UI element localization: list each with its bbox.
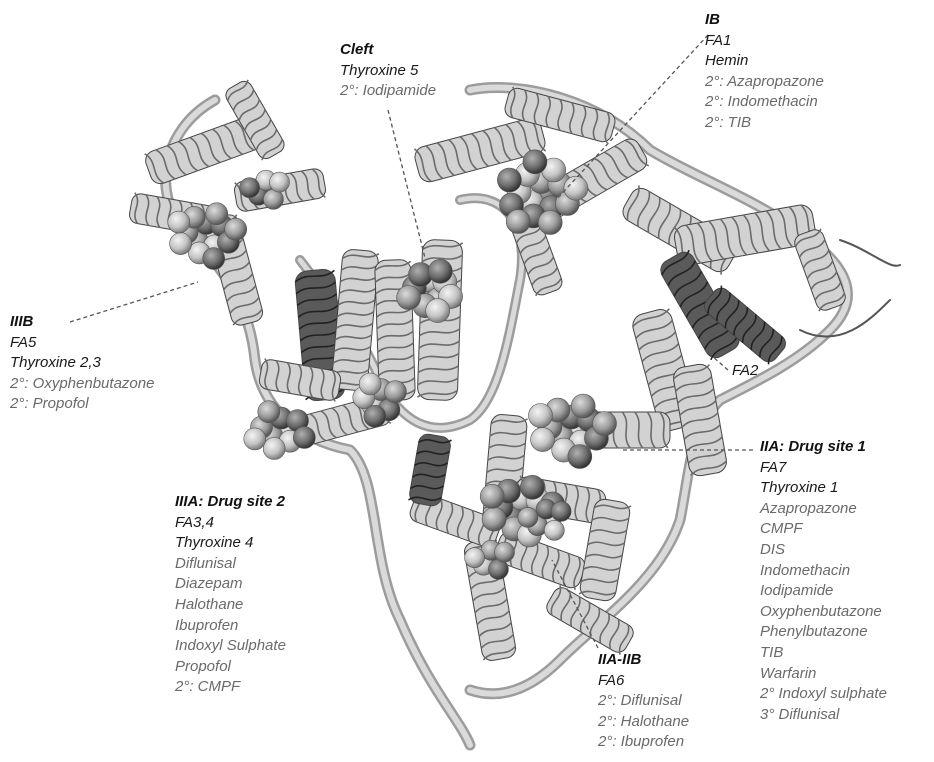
site-iiib-line: FA5 — [10, 333, 154, 354]
site-iiia-title: IIIA: Drug site 2 — [175, 492, 286, 513]
ligand-sphere — [263, 438, 285, 460]
ligand-sphere — [531, 428, 555, 452]
site-iia-line: Indomethacin — [760, 561, 887, 582]
site-fa2-line: FA2 — [732, 361, 758, 382]
ligand-sphere — [206, 203, 228, 225]
site-iia-line: 2° Indoxyl sulphate — [760, 684, 887, 705]
site-iia-line: TIB — [760, 643, 887, 664]
ligand-sphere — [240, 178, 260, 198]
ligand-sphere — [520, 475, 544, 499]
ligand-sphere — [571, 394, 595, 418]
site-iiib-line: Thyroxine 2,3 — [10, 353, 154, 374]
site-iiaiib-line: 2°: Ibuprofen — [598, 732, 689, 753]
site-iiia-line: Propofol — [175, 657, 286, 678]
ligand-sphere — [564, 176, 588, 200]
ligand-sphere — [482, 507, 506, 531]
site-iiib-line: 2°: Oxyphenbutazone — [10, 374, 154, 395]
site-fa2-label: FA2 — [732, 361, 758, 382]
site-iia-title: IIA: Drug site 1 — [760, 437, 887, 458]
site-iiia-line: Diflunisal — [175, 554, 286, 575]
site-iiib-title: IIIB — [10, 312, 154, 333]
site-cleft-title: Cleft — [340, 40, 436, 61]
ligand-sphere — [203, 248, 225, 270]
leader-line-cleft — [388, 110, 425, 258]
ligand-sphere — [270, 172, 290, 192]
helix-body — [408, 433, 452, 507]
site-iiia-line: Ibuprofen — [175, 616, 286, 637]
ligand-sphere — [364, 405, 386, 427]
ligand-sphere — [170, 233, 192, 255]
ligand-sphere — [506, 210, 530, 234]
site-iiaiib-line: 2°: Halothane — [598, 712, 689, 733]
ligand-sphere — [538, 211, 562, 235]
site-cleft-label: Cleft Thyroxine 5 2°: Iodipamide — [340, 40, 436, 102]
ligand-sphere — [384, 381, 406, 403]
ligand-sphere — [225, 218, 247, 240]
site-iiaiib-line: FA6 — [598, 671, 689, 692]
alpha-helix — [672, 363, 729, 478]
site-iia-line: Oxyphenbutazone — [760, 602, 887, 623]
ligand-sphere — [495, 542, 515, 562]
ligand-sphere — [551, 501, 571, 521]
ligand-sphere — [465, 548, 485, 568]
site-iiia-line: 2°: CMPF — [175, 677, 286, 698]
alpha-helix — [673, 203, 818, 267]
ligand-sphere — [359, 373, 381, 395]
site-iia-line: Azapropazone — [760, 499, 887, 520]
site-cleft-line: Thyroxine 5 — [340, 61, 436, 82]
site-iiia-line: Indoxyl Sulphate — [175, 636, 286, 657]
site-iiia-label: IIIA: Drug site 2 FA3,4 Thyroxine 4 Difl… — [175, 492, 286, 698]
ligand-sphere — [518, 507, 538, 527]
site-ib-line: 2°: Azapropazone — [705, 72, 824, 93]
site-iiia-line: Halothane — [175, 595, 286, 616]
ligand-sphere — [568, 445, 592, 469]
ligand-sphere — [426, 299, 450, 323]
site-cleft-line: 2°: Iodipamide — [340, 81, 436, 102]
site-iia-line: Thyroxine 1 — [760, 478, 887, 499]
site-iiib-line: 2°: Propofol — [10, 394, 154, 415]
site-ib-line: FA1 — [705, 31, 824, 52]
site-ib-line: 2°: TIB — [705, 113, 824, 134]
site-iia-line: CMPF — [760, 519, 887, 540]
site-iia-line: Warfarin — [760, 664, 887, 685]
site-ib-line: 2°: Indomethacin — [705, 92, 824, 113]
site-iia-label: IIA: Drug site 1 FA7 Thyroxine 1 Azaprop… — [760, 437, 887, 725]
site-iia-line: Phenylbutazone — [760, 622, 887, 643]
ligand-sphere — [497, 168, 521, 192]
site-iia-line: Iodipamide — [760, 581, 887, 602]
ligand-sphere — [244, 428, 266, 450]
site-iia-line: 3° Diflunisal — [760, 705, 887, 726]
site-iiia-line: Diazepam — [175, 574, 286, 595]
site-iiaiib-label: IIA-IIB FA6 2°: Diflunisal 2°: Halothane… — [598, 650, 689, 753]
site-iiaiib-title: IIA-IIB — [598, 650, 689, 671]
ligand-sphere — [168, 211, 190, 233]
ligand-sphere — [529, 404, 553, 428]
ligand-sphere — [593, 412, 617, 436]
site-iiia-line: Thyroxine 4 — [175, 533, 286, 554]
helix-body — [673, 203, 818, 267]
ligand-sphere — [428, 259, 452, 283]
ligand-sphere — [544, 520, 564, 540]
site-iiaiib-line: 2°: Diflunisal — [598, 691, 689, 712]
site-iiib-label: IIIB FA5 Thyroxine 2,3 2°: Oxyphenbutazo… — [10, 312, 154, 415]
alpha-helix — [408, 433, 452, 507]
ligand-sphere — [523, 150, 547, 174]
ligand-sphere — [397, 286, 421, 310]
site-ib-label: IB FA1 Hemin 2°: Azapropazone 2°: Indome… — [705, 10, 824, 134]
site-iia-line: DIS — [760, 540, 887, 561]
ligand-sphere — [293, 427, 315, 449]
site-ib-title: IB — [705, 10, 824, 31]
ligand-sphere — [480, 484, 504, 508]
ligand-sphere — [258, 401, 280, 423]
site-ib-line: Hemin — [705, 51, 824, 72]
site-iia-line: FA7 — [760, 458, 887, 479]
site-iiia-line: FA3,4 — [175, 513, 286, 534]
